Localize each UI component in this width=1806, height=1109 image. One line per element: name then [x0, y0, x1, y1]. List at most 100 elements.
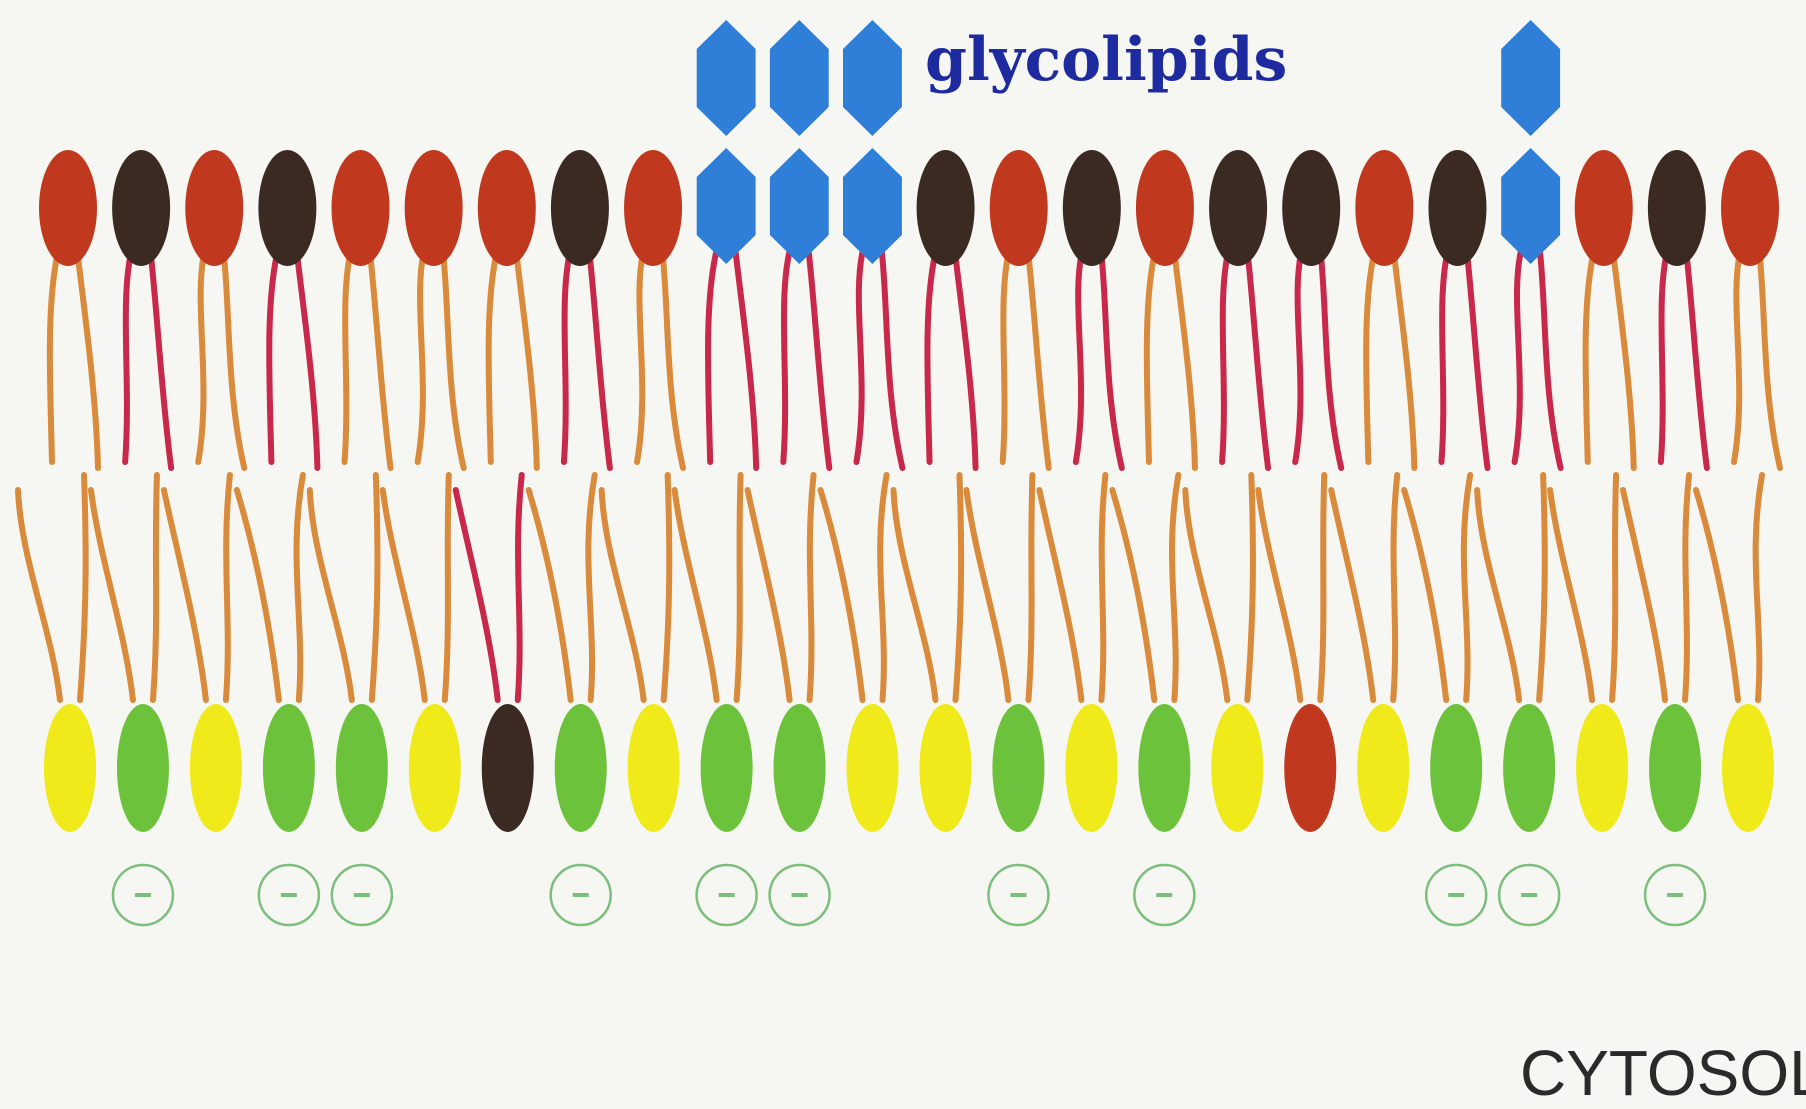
outer-lipid-head	[405, 150, 463, 266]
outer-lipid-tail	[1366, 248, 1375, 462]
inner-lipid-head	[1138, 704, 1190, 832]
outer-lipid-head	[1355, 150, 1413, 266]
outer-lipid-tail	[1222, 248, 1229, 462]
outer-lipid-tail	[1441, 248, 1448, 462]
outer-lipid-tail	[1613, 248, 1634, 468]
inner-lipid-tail	[1039, 490, 1081, 700]
inner-lipid-tail	[1112, 490, 1154, 700]
outer-lipid-head	[39, 150, 97, 266]
outer-lipid-head	[478, 150, 536, 266]
outer-lipid-tail	[637, 248, 644, 462]
outer-lipid-tail	[198, 248, 205, 462]
tails-layer	[18, 248, 1780, 700]
outer-lipid-tail	[808, 248, 829, 468]
glycolipid-sugar	[843, 148, 902, 264]
outer-lipid-head	[990, 150, 1048, 266]
glycolipid-sugar	[843, 20, 902, 136]
outer-lipid-tail	[345, 248, 352, 462]
outer-lipid-tail	[1101, 248, 1122, 468]
inner-lipid-tail	[1477, 490, 1519, 700]
outer-lipid-tail	[783, 248, 790, 462]
outer-lipid-tail	[955, 248, 976, 468]
inner-lipid-tail	[1696, 490, 1738, 700]
cytosol-label: CYTOSOL	[1520, 1037, 1806, 1109]
glycolipid-sugar	[770, 148, 829, 264]
outer-lipid-tail	[1320, 248, 1341, 468]
inner-lipid-head	[1576, 704, 1628, 832]
inner-lipid-tail	[1539, 475, 1545, 700]
inner-lipid-tail	[529, 490, 571, 700]
glycolipid-sugar	[697, 20, 756, 136]
outer-lipid-tail	[1393, 248, 1414, 468]
inner-lipid-tail	[310, 490, 352, 700]
inner-lipid-tail	[1550, 490, 1592, 700]
inner-lipid-head	[628, 704, 680, 832]
inner-lipid-tail	[445, 475, 449, 700]
outer-lipid-head	[1648, 150, 1706, 266]
inner-lipid-head	[263, 704, 315, 832]
inner-lipid-tail	[602, 490, 644, 700]
inner-lipid-head	[482, 704, 534, 832]
inner-lipid-head	[44, 704, 96, 832]
inner-lipid-head	[409, 704, 461, 832]
inner-lipid-tail	[1685, 475, 1689, 700]
inner-lipid-tail	[1331, 490, 1373, 700]
inner-lipid-tail	[18, 490, 60, 700]
outer-lipid-tail	[50, 248, 59, 462]
glycolipid-sugar	[1501, 20, 1560, 136]
inner-lipid-tail	[1623, 490, 1665, 700]
outer-lipid-head	[917, 150, 975, 266]
outer-lipid-tail	[1076, 248, 1083, 462]
inner-lipid-head	[1503, 704, 1555, 832]
inner-lipid-tail	[296, 475, 302, 700]
inner-lipid-head	[992, 704, 1044, 832]
outer-lipid-tail	[1686, 248, 1707, 468]
inner-lipid-tail	[1185, 490, 1227, 700]
outer-lipid-tail	[1003, 248, 1010, 462]
outer-lipid-tail	[296, 248, 317, 468]
outer-lipid-head	[185, 150, 243, 266]
outer-lipid-tail	[1147, 248, 1156, 462]
inner-lipid-head	[336, 704, 388, 832]
glycolipid-sugar	[1501, 148, 1560, 264]
outer-lipid-tail	[589, 248, 610, 468]
outer-lipid-tail	[516, 248, 537, 468]
inner-lipid-tail	[664, 475, 670, 700]
outer-lipid-head	[1209, 150, 1267, 266]
inner-lipid-tail	[164, 490, 206, 700]
inner-lipid-tail	[1320, 475, 1324, 700]
inner-lipid-tail	[518, 475, 522, 700]
outer-lipid-tail	[1295, 248, 1302, 462]
outer-lipid-tail	[735, 248, 756, 468]
outer-lipid-tail	[1734, 248, 1741, 462]
inner-lipid-head	[1430, 704, 1482, 832]
inner-lipid-tail	[1172, 475, 1178, 700]
glycolipid-sugar	[697, 148, 756, 264]
outer-lipid-tail	[418, 248, 425, 462]
inner-lipid-tail	[1756, 475, 1762, 700]
inner-lipid-head	[555, 704, 607, 832]
inner-lipid-tail	[226, 475, 230, 700]
inner-lipid-tail	[80, 475, 86, 700]
outer-lipid-tail	[708, 248, 717, 462]
outer-lipid-tail	[1661, 248, 1668, 462]
inner-lipid-head	[919, 704, 971, 832]
outer-lipid-tail	[150, 248, 171, 468]
outer-lipid-head	[1282, 150, 1340, 266]
inner-lipid-tail	[810, 475, 814, 700]
outer-lipid-tail	[77, 248, 98, 468]
inner-lipid-head	[847, 704, 899, 832]
inner-lipid-head	[1284, 704, 1336, 832]
inner-lipid-tail	[1393, 475, 1397, 700]
inner-lipid-tail	[1101, 475, 1105, 700]
outer-lipid-head	[1428, 150, 1486, 266]
inner-lipid-head	[1649, 704, 1701, 832]
outer-lipid-tail	[927, 248, 936, 462]
inner-lipid-tail	[153, 475, 157, 700]
outer-lipid-tail	[269, 248, 278, 462]
outer-lipid-tail	[223, 248, 244, 468]
outer-lipid-tail	[856, 248, 863, 462]
outer-lipid-tail	[1028, 248, 1049, 468]
